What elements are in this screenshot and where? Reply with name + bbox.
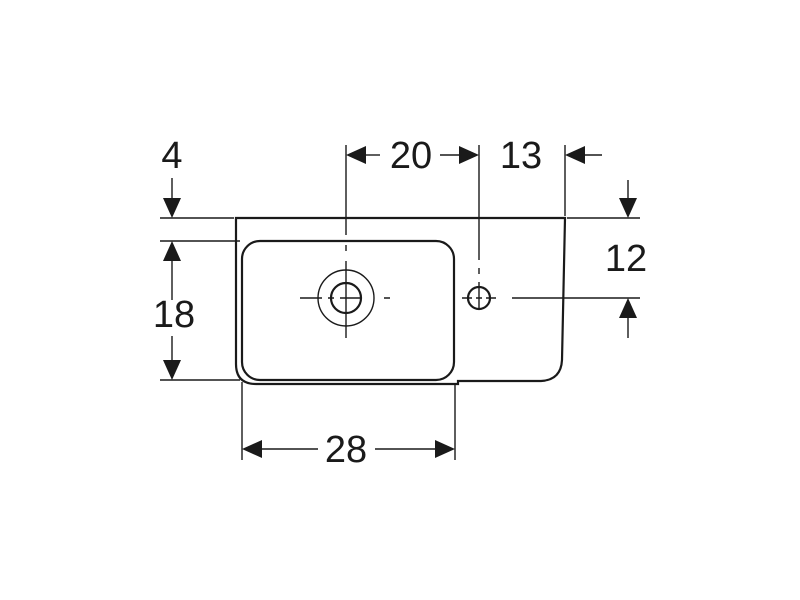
- dim-20-arrow-right: [459, 146, 479, 164]
- dim-20-arrow-left: [346, 146, 366, 164]
- dim-label-4: 4: [161, 135, 182, 177]
- dim-label-13: 13: [500, 135, 542, 177]
- dim-4-arrow-up: [163, 241, 181, 261]
- basin-outer-outline: [234, 216, 567, 386]
- dim-label-28: 28: [325, 429, 367, 471]
- dim-12-arrow-down: [619, 198, 637, 218]
- dim-28-arrow-right: [435, 440, 455, 458]
- dim-4-arrow-down: [163, 198, 181, 218]
- dim-label-12: 12: [605, 238, 647, 280]
- dim-label-18: 18: [153, 294, 195, 336]
- dim-12-arrow-up: [619, 298, 637, 318]
- dim-label-20: 20: [390, 135, 432, 177]
- dim-13-arrow: [565, 146, 585, 164]
- bowl-inner-outline: [240, 239, 456, 382]
- dim-28-arrow-left: [242, 440, 262, 458]
- dim-18-arrow-down: [163, 360, 181, 380]
